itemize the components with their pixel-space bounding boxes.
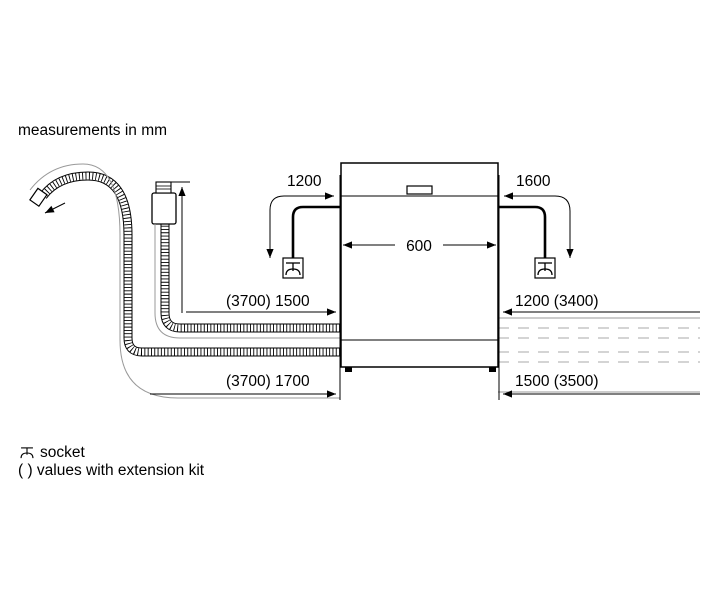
measurements-title: measurements in mm — [18, 122, 167, 139]
socket-icon — [20, 447, 34, 459]
left-outlet: 1200 — [266, 173, 342, 279]
right-outlet: 1600 — [497, 173, 574, 279]
right-outlet-dimension: 1600 — [516, 173, 551, 190]
lower-right-dimension: 1500 (3500) — [515, 373, 599, 390]
width-dimension: 600 — [406, 238, 432, 255]
control-display — [406, 185, 433, 195]
upper-right-dimension: 1200 (3400) — [515, 293, 599, 310]
legend-socket: socket — [40, 444, 85, 461]
foot-left — [345, 367, 352, 372]
aquastop-box — [151, 192, 177, 225]
inlet-hose — [151, 181, 340, 333]
legend: socket ( ) values with extension kit — [18, 444, 205, 479]
dishwasher-body — [340, 162, 499, 372]
legend-extension: ( ) values with extension kit — [18, 462, 205, 479]
drain-hose — [29, 171, 340, 357]
lower-left-dimension: (3700) 1700 — [226, 373, 310, 390]
left-outlet-dimension: 1200 — [287, 173, 322, 190]
foot-right — [489, 367, 496, 372]
upper-left-dimension: (3700) 1500 — [226, 293, 310, 310]
